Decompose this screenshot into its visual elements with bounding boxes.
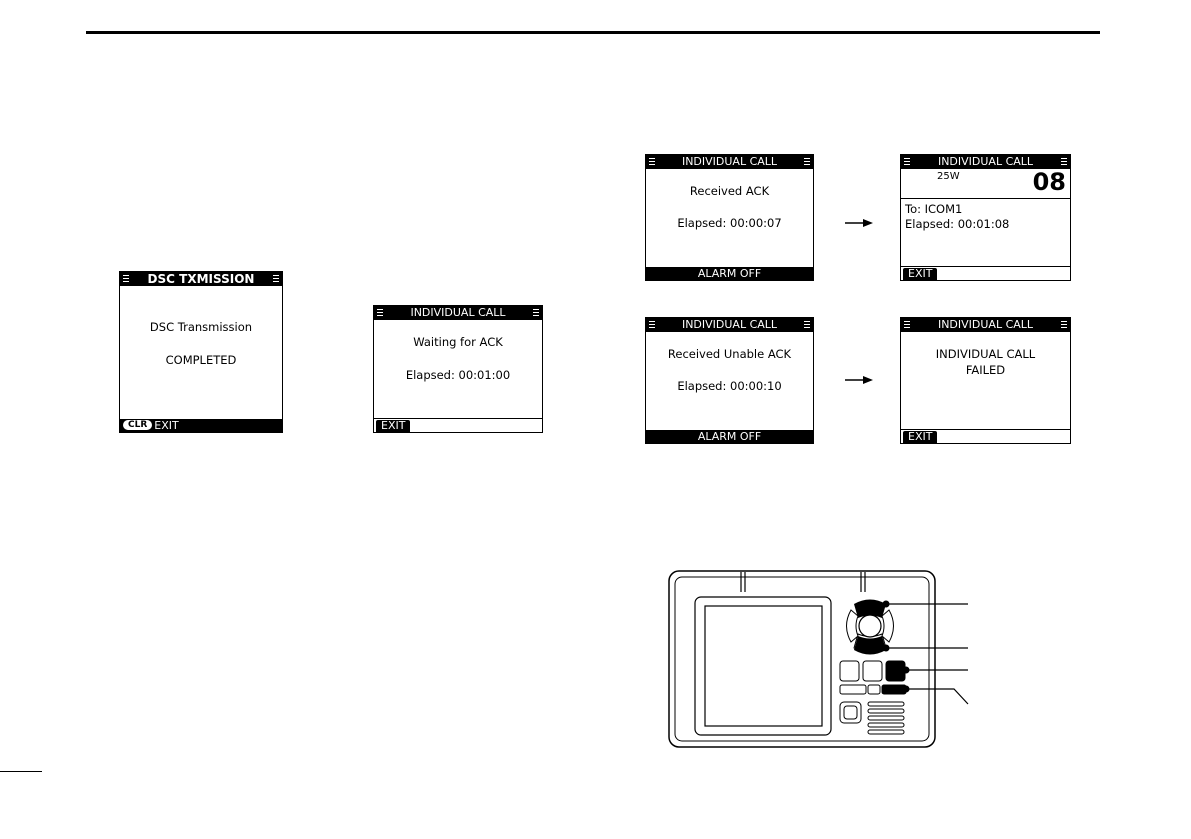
menu-bars-icon [904, 321, 910, 329]
screen-line-1: Received ACK [689, 184, 770, 198]
menu-bars-icon [533, 309, 539, 317]
screen-title-bar: INDIVIDUAL CALL [901, 318, 1070, 332]
screen-footer: EXIT [374, 418, 542, 432]
screen-title-bar: INDIVIDUAL CALL [646, 155, 813, 169]
screen-divider [901, 198, 1070, 199]
screen-title-bar: INDIVIDUAL CALL [901, 155, 1070, 169]
received-ack-screen: INDIVIDUAL CALL Received ACK Elapsed: 00… [645, 154, 814, 281]
screen-title: INDIVIDUAL CALL [681, 155, 778, 168]
alarm-off-softkey[interactable]: ALARM OFF [646, 267, 813, 280]
screen-title: INDIVIDUAL CALL [937, 155, 1034, 168]
exit-label: EXIT [154, 419, 179, 432]
right-arrow-icon [845, 219, 873, 227]
screen-line-2: Elapsed: 00:01:00 [405, 368, 511, 382]
call-failed-screen: INDIVIDUAL CALL INDIVIDUAL CALL FAILED E… [900, 317, 1071, 444]
screen-line-2: COMPLETED [165, 353, 237, 367]
screen-footer: EXIT [901, 429, 1070, 443]
screen-title: INDIVIDUAL CALL [937, 318, 1034, 331]
screen-title: INDIVIDUAL CALL [681, 318, 778, 331]
menu-bars-icon [904, 158, 910, 166]
screen-title-bar: DSC TXMISSION [120, 272, 282, 286]
channel-number: 08 [1032, 168, 1066, 196]
exit-softkey[interactable]: EXIT [376, 420, 411, 432]
screen-line-1: To: ICOM1 [905, 202, 963, 216]
radio-front-panel-icon [668, 570, 969, 748]
screen-title: DSC TXMISSION [147, 272, 255, 286]
screen-line-2: Elapsed: 00:00:10 [677, 379, 782, 393]
menu-bars-icon [649, 158, 655, 166]
screen-line-1: Waiting for ACK [413, 335, 503, 349]
exit-softkey[interactable]: EXIT [903, 431, 938, 443]
screen-line-2: Elapsed: 00:01:08 [905, 217, 1010, 231]
connected-call-screen: INDIVIDUAL CALL 25W 08 To: ICOM1 Elapsed… [900, 154, 1071, 281]
menu-bars-icon [1061, 158, 1067, 166]
dsc-transmission-screen: DSC TXMISSION DSC Transmission COMPLETED… [119, 271, 283, 433]
screen-title-bar: INDIVIDUAL CALL [646, 318, 813, 332]
clr-key[interactable]: CLR [123, 420, 153, 430]
menu-bars-icon [649, 321, 655, 329]
menu-bars-icon [804, 321, 810, 329]
top-rule [86, 31, 1100, 34]
menu-bars-icon [804, 158, 810, 166]
right-arrow-icon [845, 376, 873, 384]
screen-line-2: FAILED [965, 363, 1006, 377]
menu-bars-icon [123, 275, 129, 283]
screen-title: INDIVIDUAL CALL [410, 306, 506, 319]
bottom-rule [0, 771, 42, 772]
screen-line-2: Elapsed: 00:00:07 [677, 216, 782, 230]
received-unable-ack-screen: INDIVIDUAL CALL Received Unable ACK Elap… [645, 317, 814, 444]
menu-bars-icon [273, 275, 279, 283]
screen-line-1: Received Unable ACK [667, 347, 792, 361]
alarm-off-softkey[interactable]: ALARM OFF [646, 430, 813, 443]
waiting-ack-screen: INDIVIDUAL CALL Waiting for ACK Elapsed:… [373, 305, 543, 433]
screen-footer: EXIT [901, 266, 1070, 280]
screen-line-1: DSC Transmission [149, 320, 253, 334]
screen-title-bar: INDIVIDUAL CALL [374, 306, 542, 320]
exit-softkey[interactable]: EXIT [903, 268, 938, 280]
power-level: 25W [937, 171, 960, 182]
screen-line-1: INDIVIDUAL CALL [935, 347, 1036, 361]
menu-bars-icon [377, 309, 383, 317]
menu-bars-icon [1061, 321, 1067, 329]
